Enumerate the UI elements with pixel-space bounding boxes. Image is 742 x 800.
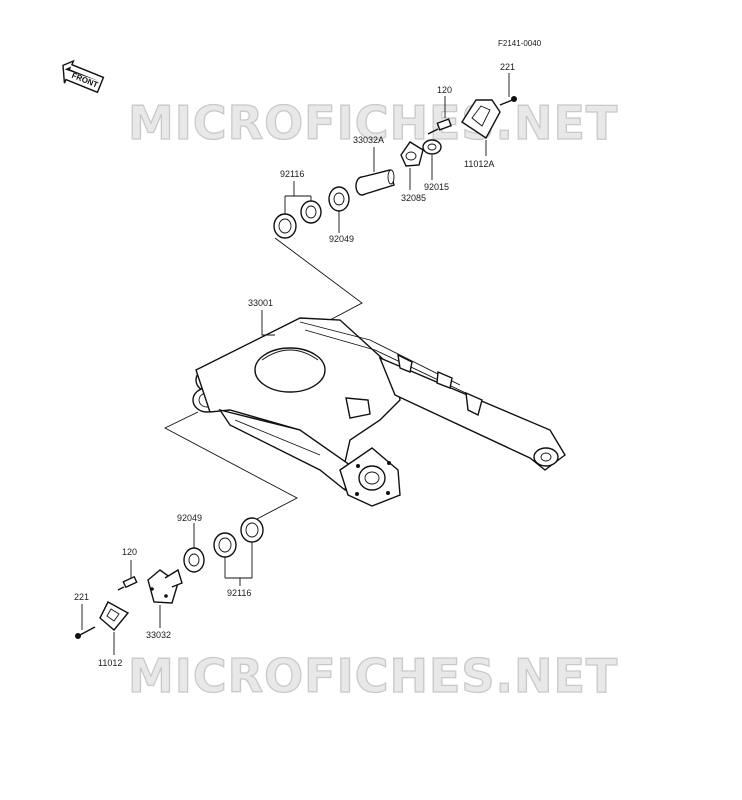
swingarm-33001 [192, 317, 566, 507]
label-120-bottom: 120 [122, 547, 137, 557]
label-221-top: 221 [500, 62, 515, 72]
bearing-92116-top-a [300, 200, 322, 224]
watermark-top: MICROFICHES.NET [128, 96, 618, 150]
label-33032: 33032 [146, 630, 171, 640]
label-11012: 11012 [98, 658, 122, 668]
screw-120-bottom [117, 575, 138, 591]
drawing-code: F2141-0040 [498, 39, 542, 48]
label-221-bottom: 221 [74, 592, 89, 602]
label-33032A: 33032A [353, 135, 384, 145]
label-92049-bottom: 92049 [177, 513, 202, 523]
seal-92049-top [328, 186, 350, 212]
label-32085: 32085 [401, 193, 426, 203]
watermark-bottom: MICROFICHES.NET [128, 649, 618, 703]
label-92116-bottom: 92116 [227, 588, 251, 598]
plate-32085 [400, 141, 424, 167]
label-11012A: 11012A [464, 159, 494, 169]
shaft-33032A [355, 169, 395, 196]
front-arrow-icon: FRONT [62, 59, 105, 94]
guide-line-top [274, 237, 363, 321]
guide-line-bottom [164, 411, 298, 521]
screw-120-top [427, 118, 452, 135]
cover-11012A [461, 99, 501, 140]
label-92015: 92015 [424, 182, 449, 192]
bolt-221-bottom [75, 626, 96, 639]
seal-92049-bottom [183, 547, 205, 573]
bearing-92116-top-b [273, 213, 297, 239]
bolt-221-top [499, 96, 517, 106]
shaft-plate-33032 [147, 568, 183, 604]
label-33001: 33001 [248, 298, 273, 308]
bearing-92116-bottom-a [240, 517, 264, 543]
label-92049-top: 92049 [329, 234, 354, 244]
label-120-top: 120 [437, 85, 452, 95]
nut-92015 [422, 139, 442, 155]
label-92116-top: 92116 [280, 169, 304, 179]
cover-11012 [99, 601, 130, 631]
bearing-92116-bottom-b [213, 532, 237, 558]
